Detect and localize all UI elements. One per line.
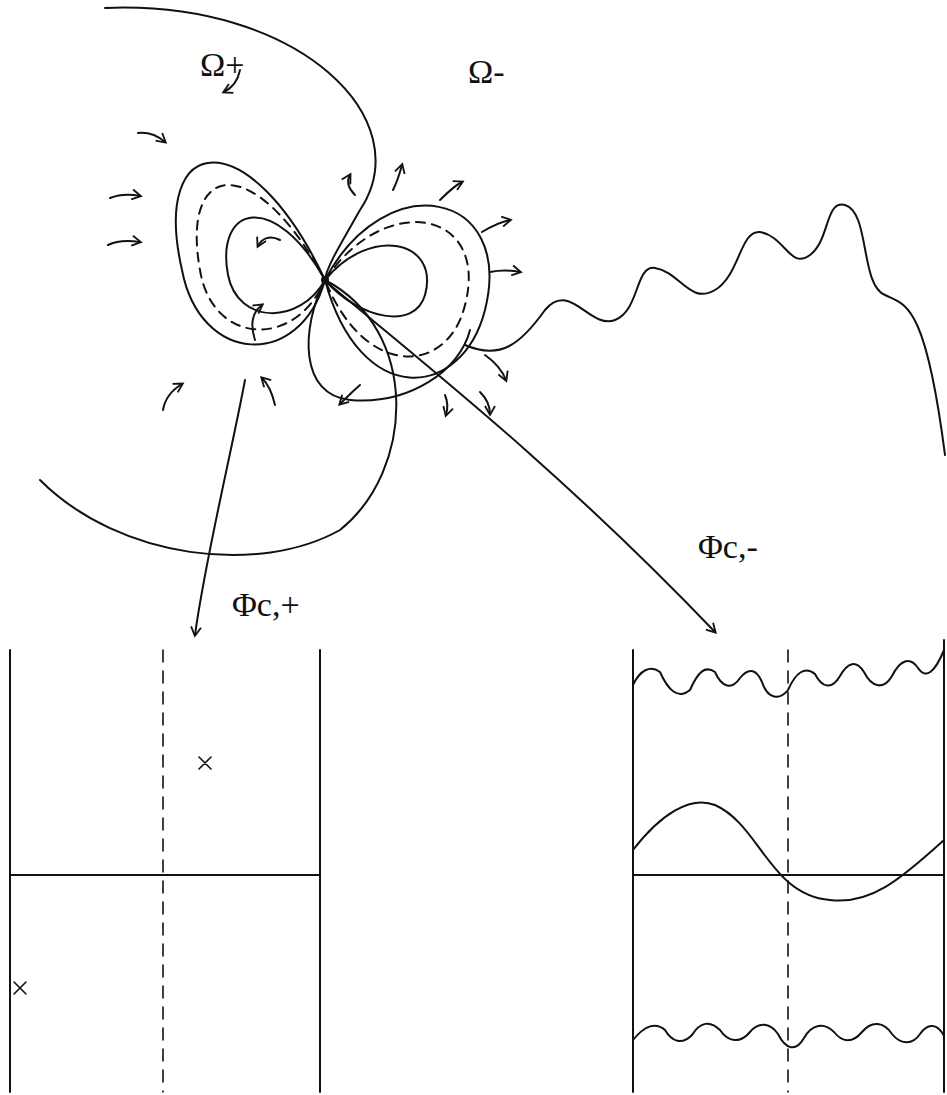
region-label: Ω+ (200, 48, 244, 82)
map-label: Φc,- (698, 530, 758, 564)
map-label: Φc,+ (232, 588, 300, 622)
region-label: Ω- (468, 55, 505, 89)
